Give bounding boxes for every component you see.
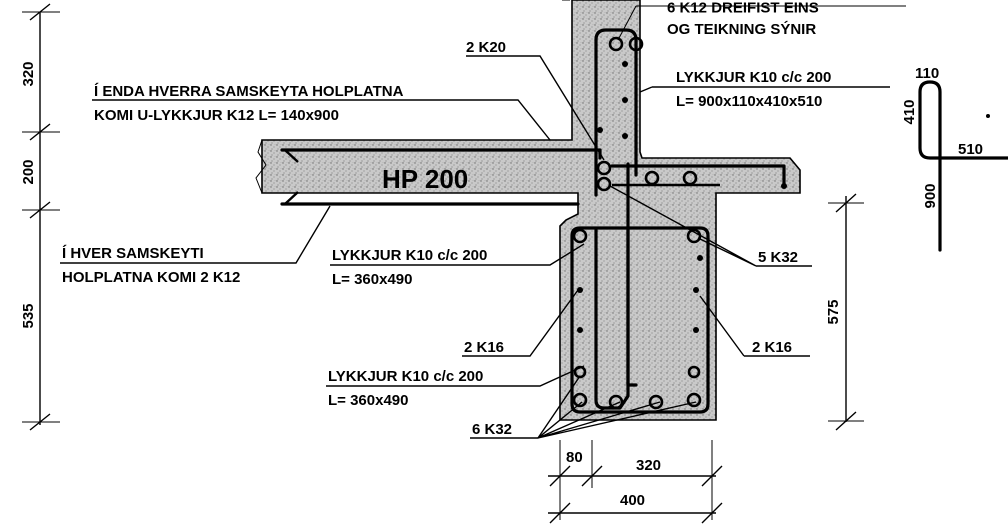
bottom-dimension-lines xyxy=(548,440,723,524)
dimension-bottom-320: 320 xyxy=(636,457,661,474)
rebar-k32 xyxy=(596,160,612,176)
leader-lines xyxy=(60,0,906,439)
stirrup-seg-110: 110 xyxy=(915,65,939,82)
note-joint-line1: Í HVER SAMSKEYTI xyxy=(62,245,204,262)
rebar-k32 xyxy=(687,365,701,379)
rebar-k32 xyxy=(572,392,588,408)
slab-inner-rebar xyxy=(284,149,299,205)
dimension-bottom-80: 80 xyxy=(566,449,583,466)
dimension-left-320: 320 xyxy=(20,61,37,86)
note-beam-stirrup2-line2: L= 360x490 xyxy=(328,392,409,409)
right-dimension-line xyxy=(828,193,864,431)
label-6k32: 6 K32 xyxy=(472,421,512,438)
dimension-bottom-400: 400 xyxy=(620,492,645,509)
note-beam-stirrup1-line1: LYKKJUR K10 c/c 200 xyxy=(332,247,487,264)
u-loop-rebar xyxy=(610,164,786,188)
left-dimension-line xyxy=(22,3,60,431)
rebar-k20 xyxy=(608,36,624,52)
dimension-left-200: 200 xyxy=(20,159,37,184)
small-rebar-dots xyxy=(577,61,787,333)
note-u-loop-line2: KOMI U-LYKKJUR K12 L= 140x900 xyxy=(94,107,339,124)
stirrup-seg-510: 510 xyxy=(958,141,983,158)
note-wall-stirrup-line2: L= 900x110x410x510 xyxy=(676,93,822,110)
slab-break-line xyxy=(255,139,267,194)
note-beam-stirrup2-line1: LYKKJUR K10 c/c 200 xyxy=(328,368,483,385)
wall-stirrup xyxy=(594,28,638,177)
rebar-k16 xyxy=(572,228,588,244)
beam-stirrup-top xyxy=(626,162,638,387)
dimension-right-575: 575 xyxy=(825,299,842,324)
label-2k16-left: 2 K16 xyxy=(464,339,504,356)
stirrup-shape-detail xyxy=(918,80,1008,252)
slab-top-rebar xyxy=(280,148,602,160)
note-u-loop-line1: Í ENDA HVERRA SAMSKEYTA HOLPLATNA xyxy=(94,83,404,100)
dimension-left-535: 535 xyxy=(20,303,37,328)
label-5k32: 5 K32 xyxy=(758,249,798,266)
rebar-k32 xyxy=(686,392,702,408)
note-beam-stirrup1-line2: L= 360x490 xyxy=(332,271,413,288)
note-joint-line2: HOLPLATNA KOMI 2 K12 xyxy=(62,269,240,286)
beam-stirrup-outer xyxy=(570,226,710,414)
rebar-k20 xyxy=(628,36,644,52)
rebar-k32 xyxy=(648,394,664,410)
rebar-k32 xyxy=(608,394,624,410)
rebar-k32 xyxy=(644,170,660,186)
stirrup-seg-900: 900 xyxy=(922,183,939,208)
note-top-line1: 6 K12 DREIFIST EINS xyxy=(667,0,819,16)
note-top-line2: OG TEIKNING SÝNIR xyxy=(667,20,816,38)
slab-name-label: HP 200 xyxy=(382,164,468,194)
note-wall-stirrup-line1: LYKKJUR K10 c/c 200 xyxy=(676,69,831,86)
label-2k16-right: 2 K16 xyxy=(752,339,792,356)
label-2k20: 2 K20 xyxy=(466,39,506,56)
concrete-section-outline xyxy=(261,0,801,421)
rebar-k32 xyxy=(596,176,612,192)
stirrup-seg-410: 410 xyxy=(901,99,918,124)
rebar-k32 xyxy=(682,170,698,186)
detail-dot xyxy=(986,114,990,118)
